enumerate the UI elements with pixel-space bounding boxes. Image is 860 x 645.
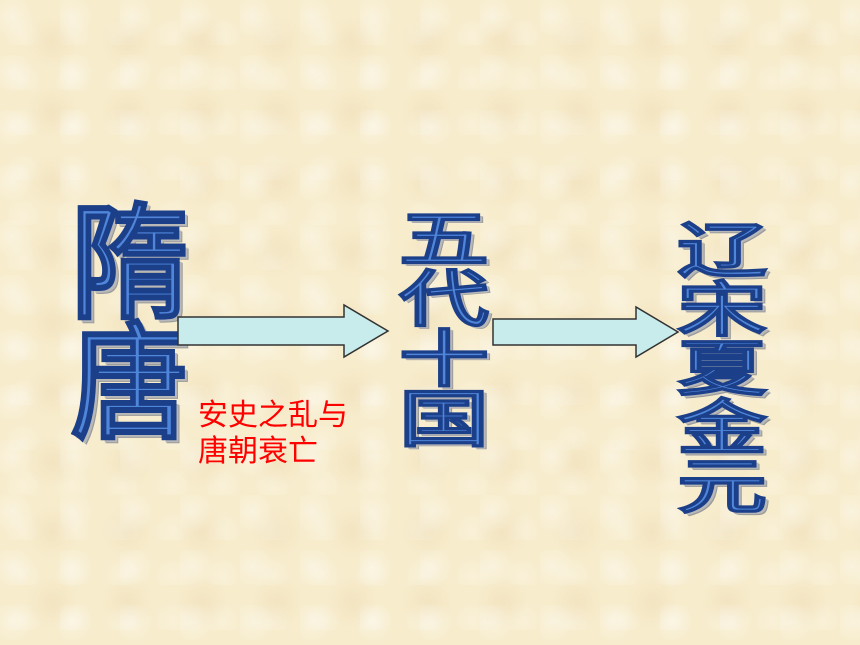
- node-char: 隋: [70, 191, 190, 337]
- node-sui-tang: 隋 唐: [70, 201, 190, 447]
- node-char: 十: [398, 323, 490, 396]
- node-char: 元: [676, 452, 768, 523]
- arrow-right-icon: [177, 303, 390, 359]
- node-char: 唐: [70, 311, 190, 457]
- arrow-right-icon: [492, 305, 680, 359]
- note-line: 唐朝衰亡: [198, 434, 318, 469]
- node-five-dynasties: 五 代 十 国: [398, 203, 490, 456]
- node-char: 夏: [676, 334, 768, 405]
- node-char: 金: [676, 393, 768, 464]
- note-line: 安史之乱与: [198, 398, 348, 433]
- node-char: 国: [398, 383, 490, 456]
- node-char: 代: [398, 263, 490, 336]
- node-char: 五: [398, 203, 490, 276]
- transition-note: 安史之乱与 唐朝衰亡: [198, 398, 348, 470]
- node-char: 宋: [676, 275, 768, 346]
- node-char: 辽: [676, 216, 768, 287]
- node-liao-song-xia-jin-yuan: 辽 宋 夏 金 元: [674, 216, 770, 523]
